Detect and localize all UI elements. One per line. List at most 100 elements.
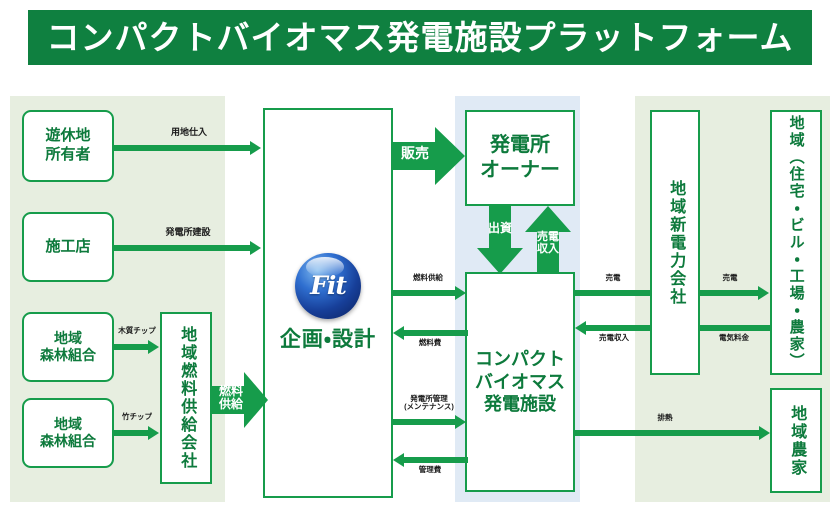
label-line-2: 森林組合 — [40, 433, 96, 449]
connector-electricity-fee-label: 電気料金 — [719, 333, 749, 342]
planning-design-content: Fit 企画・設計 — [265, 110, 391, 496]
connector-plant-construction-label: 発電所建設 — [165, 227, 211, 237]
connector-fuel-supply-label: 燃料供給 — [413, 273, 443, 282]
box-construction-shop[interactable]: 施工店 — [22, 212, 114, 282]
fit-logo-text: Fit — [310, 271, 347, 301]
arrowhead-right-icon — [455, 286, 466, 300]
connector-plant-construction: 発電所建設 — [114, 227, 263, 256]
connector-shaft — [114, 145, 252, 151]
box-idle-land-owner-label: 遊休地 所有者 — [45, 127, 90, 165]
box-local-farmers-label: 地域農家 — [788, 404, 806, 477]
connector-fuel-cost: 燃料費 — [393, 325, 469, 347]
connector-management-fee: 管理費 — [393, 452, 469, 474]
connector-shaft — [586, 325, 652, 331]
box-fuel-supply-company-label: 地域燃料供給会社 — [178, 326, 196, 470]
box-idle-land-owner[interactable]: 遊休地 所有者 — [22, 110, 114, 182]
connector-shaft — [114, 430, 150, 436]
arrowhead-right-icon — [250, 141, 261, 155]
connector-shaft — [700, 290, 760, 296]
box-forest-union-2[interactable]: 地域 森林組合 — [22, 398, 114, 468]
box-community-consumers[interactable]: 地域（住宅・ビル・工場・農家） — [770, 110, 822, 375]
block-arrow-fuel-supply-label: 燃料 供給 — [214, 385, 248, 410]
label-line-2: バイオマス — [475, 371, 565, 392]
arrowhead-left-icon — [575, 321, 586, 335]
label-line-2: 森林組合 — [40, 347, 96, 363]
label-line-1: 地域 — [54, 329, 82, 346]
connector-waste-heat: 排熱 — [575, 413, 773, 441]
block-arrow-power-sale-income: 売電 収入 — [524, 206, 572, 274]
connector-fuel-cost-label: 燃料費 — [418, 338, 442, 347]
connector-shaft — [575, 430, 761, 436]
label-line-2: オーナー — [480, 159, 560, 181]
box-local-farmers[interactable]: 地域農家 — [770, 388, 822, 493]
connector-power-sale-to-community-label: 売電 — [722, 273, 738, 282]
label-line-1: 発電所 — [490, 134, 550, 156]
box-regional-new-power-company[interactable]: 地域新電力会社 — [650, 110, 700, 375]
connector-power-sale-revenue-label: 売電収入 — [599, 333, 629, 342]
arrowhead-right-icon — [148, 340, 159, 354]
label-line-1: 地域 — [54, 415, 82, 432]
label-line-1: 売電 — [537, 231, 559, 243]
connector-shaft — [114, 344, 150, 350]
connector-fuel-supply: 燃料供給 — [393, 273, 469, 301]
connector-power-sale: 売電 — [575, 273, 653, 301]
box-compact-biomass-facility[interactable]: コンパクト バイオマス 発電施設 — [465, 272, 575, 492]
arrowhead-right-icon — [148, 426, 159, 440]
connector-shaft — [700, 325, 772, 331]
connector-wood-chips-label: 木質チップ — [118, 326, 156, 335]
connector-power-sale-revenue: 売電収入 — [575, 320, 653, 342]
label-line-1: 遊休地 — [45, 127, 91, 145]
connector-shaft — [575, 290, 651, 296]
page-title: コンパクトバイオマス発電施設プラットフォーム — [46, 19, 794, 56]
arrowhead-right-icon — [250, 241, 261, 255]
block-arrow-fuel-supply: 燃料 供給 — [212, 370, 268, 430]
arrowhead-left-icon — [393, 453, 404, 467]
connector-land-procurement: 用地仕入 — [114, 127, 263, 156]
connector-plant-management-label: 発電所管理 (メンテナンス) — [391, 394, 467, 412]
box-planning-design-label: 企画・設計 — [279, 327, 377, 351]
connector-management-fee-label: 管理費 — [418, 465, 442, 474]
box-plant-owner-label: 発電所 オーナー — [480, 133, 560, 183]
label-line-1: 発電所管理 — [410, 394, 448, 403]
box-plant-owner[interactable]: 発電所 オーナー — [465, 110, 575, 206]
label-line-2: 収入 — [537, 242, 559, 255]
connector-shaft — [404, 330, 468, 336]
connector-waste-heat-label: 排熱 — [657, 413, 673, 422]
block-arrow-investment: 出資 — [476, 206, 524, 274]
connector-shaft — [393, 419, 457, 425]
page-title-banner: コンパクトバイオマス発電施設プラットフォーム — [28, 10, 812, 65]
label-line-2: 所有者 — [45, 146, 91, 163]
label-line-1: 燃料 — [218, 384, 243, 398]
block-arrow-sales-label: 販売 — [401, 145, 429, 161]
connector-shaft — [404, 457, 468, 463]
box-forest-union-1[interactable]: 地域 森林組合 — [22, 312, 114, 382]
connector-shaft — [393, 290, 457, 296]
box-fuel-supply-company[interactable]: 地域燃料供給会社 — [160, 312, 212, 484]
box-compact-biomass-facility-label: コンパクト バイオマス 発電施設 — [475, 348, 565, 416]
box-forest-union-1-label: 地域 森林組合 — [40, 330, 96, 365]
connector-power-sale-to-community: 売電 — [700, 273, 772, 301]
box-construction-shop-label: 施工店 — [45, 237, 91, 255]
connector-bamboo-chips: 竹チップ — [114, 412, 162, 441]
arrowhead-right-icon — [455, 415, 466, 429]
box-regional-new-power-company-label: 地域新電力会社 — [667, 179, 685, 306]
label-line-1: コンパクト — [475, 349, 565, 370]
connector-power-sale-label: 売電 — [605, 273, 621, 282]
connector-plant-management: 発電所管理 (メンテナンス) — [393, 394, 469, 430]
connector-wood-chips: 木質チップ — [114, 326, 162, 355]
label-line-3: 発電施設 — [484, 394, 556, 415]
fit-logo-icon: Fit — [295, 252, 361, 319]
box-forest-union-2-label: 地域 森林組合 — [40, 416, 96, 451]
box-community-consumers-label: 地域（住宅・ビル・工場・農家） — [787, 115, 805, 370]
block-arrow-sales: 販売 — [393, 124, 465, 188]
connector-land-procurement-label: 用地仕入 — [170, 127, 207, 137]
connector-shaft — [114, 245, 252, 251]
label-line-2: 供給 — [218, 396, 243, 411]
arrowhead-right-icon — [759, 426, 770, 440]
label-line-2: (メンテナンス) — [404, 402, 454, 412]
box-planning-design[interactable]: Fit 企画・設計 — [263, 108, 393, 498]
block-arrow-power-sale-income-label: 売電 収入 — [530, 231, 566, 255]
connector-bamboo-chips-label: 竹チップ — [122, 412, 152, 421]
arrowhead-left-icon — [393, 326, 404, 340]
